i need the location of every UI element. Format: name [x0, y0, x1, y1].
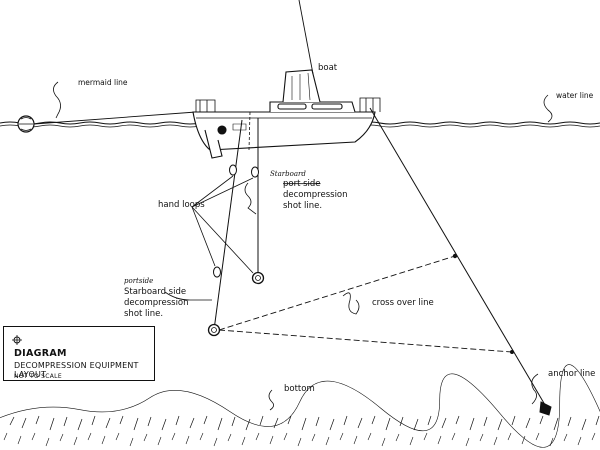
label-port-shot-line-3: shot line.	[124, 309, 163, 319]
mermaid-line	[33, 111, 197, 125]
label-hand-loops: hand loops	[158, 200, 205, 210]
label-anchor-line: anchor line	[548, 369, 595, 379]
label-cross-over-line: cross over line	[372, 298, 434, 308]
cross-over-line	[218, 255, 513, 353]
diagram-title: DIAGRAM	[14, 348, 67, 359]
crosshair-icon	[12, 335, 22, 345]
anchor-line	[369, 107, 549, 411]
diagram-subtitle: DECOMPRESSION EQUIPMENT LAYOUT	[14, 361, 139, 379]
boat-pointer-line	[298, 0, 314, 75]
scale-note: NOT TO SCALE	[14, 373, 62, 380]
label-starboard-shot-line-3: shot line.	[283, 201, 322, 211]
label-water-line: water line	[556, 91, 594, 100]
boat	[192, 69, 381, 159]
label-port-shot-line-2: decompression	[124, 298, 189, 308]
label-mermaid-line: mermaid line	[78, 78, 128, 87]
sea-bed	[0, 364, 600, 450]
title-block: DIAGRAM DECOMPRESSION EQUIPMENT LAYOUT N…	[3, 326, 155, 381]
hand-loops	[207, 164, 265, 337]
label-port-correction-lower: portside	[124, 277, 153, 285]
crossover-clips	[452, 253, 514, 354]
anchor	[539, 401, 552, 416]
shot-lines	[213, 111, 259, 331]
hand-loop-pointers	[191, 175, 254, 274]
label-bottom: bottom	[284, 384, 315, 394]
mermaid-buoy	[17, 115, 35, 133]
label-boat: boat	[318, 63, 338, 73]
label-pointers	[53, 81, 553, 411]
label-port-shot-line-1: Starboard side	[124, 287, 186, 297]
label-starboard-shot-line-1: port side	[283, 179, 321, 189]
label-starboard-correction-upper: Starboard	[270, 170, 306, 178]
label-starboard-shot-line-2: decompression	[283, 190, 348, 200]
